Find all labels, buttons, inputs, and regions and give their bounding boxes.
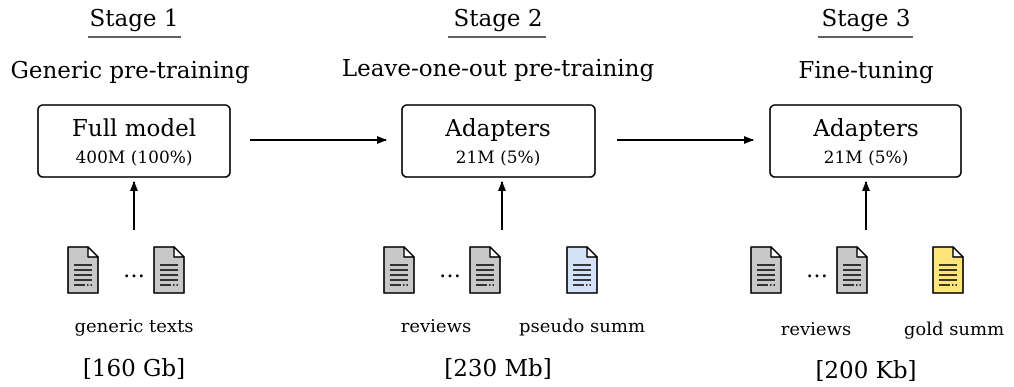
stage-1-subtitle: Generic pre-training [10, 58, 249, 84]
stage-3-box-sub: 21M (5%) [824, 148, 909, 168]
stage-3-subtitle: Fine-tuning [798, 58, 934, 84]
stage-3: Stage 3 Fine-tuning Adapters 21M (5%) … … [750, 6, 1004, 384]
stage-2-title: Stage 2 [454, 6, 543, 32]
stage-1-doc-label: generic texts [74, 316, 193, 337]
stage-2-subtitle: Leave-one-out pre-training [342, 56, 655, 82]
document-icon [566, 246, 598, 294]
stage-2-doc-label-extra: pseudo summ [519, 316, 645, 337]
stage-2-data-size: [230 Mb] [444, 356, 551, 382]
stage-2-adapter-box [401, 104, 596, 178]
document-icon [153, 246, 185, 294]
document-icon [932, 246, 964, 294]
ellipsis-dots: … [123, 258, 145, 283]
document-icon [67, 246, 99, 294]
document-icon [750, 246, 782, 294]
stage-2: Stage 2 Leave-one-out pre-training Adapt… [342, 6, 655, 382]
stage-1-model-box [37, 104, 231, 178]
stage-2-box-title: Adapters [444, 116, 550, 142]
stage-2-box-sub: 21M (5%) [456, 148, 541, 168]
stage-1-box-title: Full model [72, 116, 196, 142]
stage-1: Stage 1 Generic pre-training Full model … [10, 6, 249, 382]
document-icon [383, 246, 415, 294]
stage-3-doc-label: reviews [781, 319, 851, 340]
document-icon [836, 246, 868, 294]
stage-3-box-title: Adapters [812, 116, 918, 142]
stage-3-adapter-box [769, 104, 962, 178]
stage-3-doc-label-extra: gold summ [904, 319, 1004, 340]
ellipsis-dots: … [806, 258, 828, 283]
stage-3-title: Stage 3 [822, 6, 911, 32]
ellipsis-dots: … [439, 258, 461, 283]
stage-2-doc-label: reviews [401, 316, 471, 337]
stage-1-title: Stage 1 [90, 6, 179, 32]
stage-3-data-size: [200 Kb] [815, 358, 916, 384]
document-icon [469, 246, 501, 294]
stage-1-data-size: [160 Gb] [83, 356, 185, 382]
stage-1-box-sub: 400M (100%) [75, 148, 192, 168]
